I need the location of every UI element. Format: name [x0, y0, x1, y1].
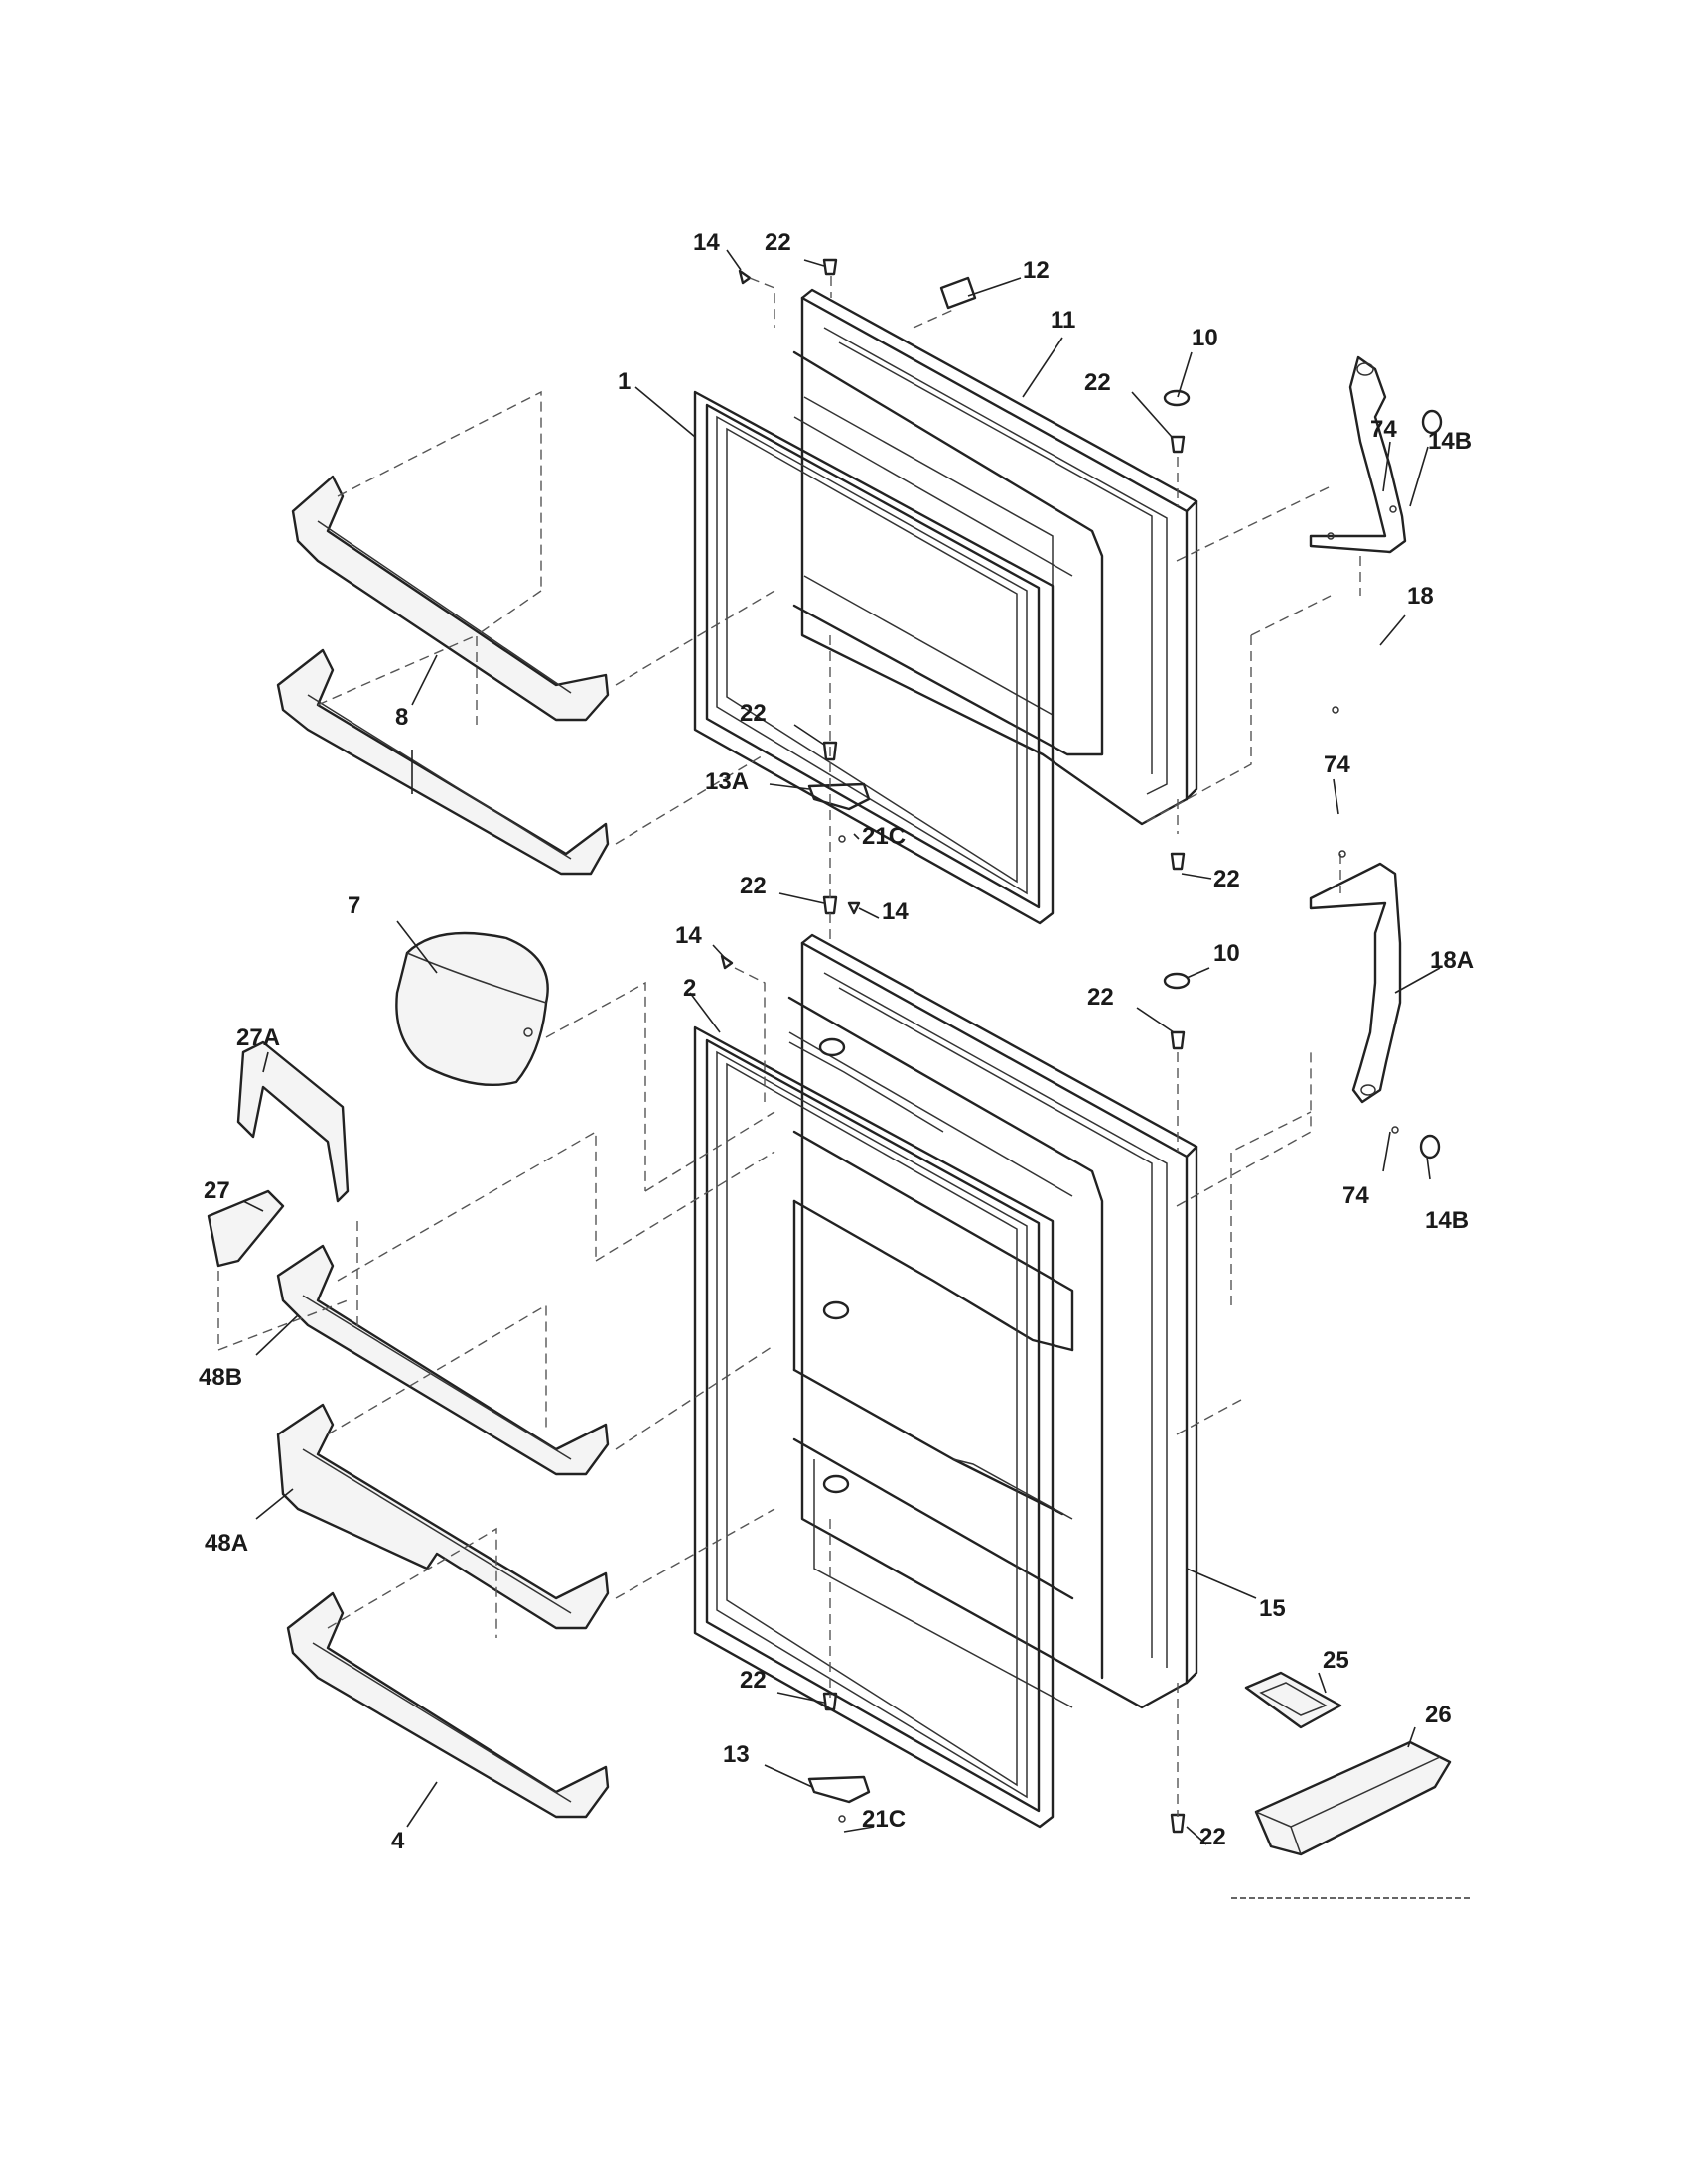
callout-8: 8 [395, 704, 408, 731]
freezer-door-gasket[interactable] [693, 390, 1055, 925]
ice-bucket[interactable] [395, 931, 549, 1087]
freezer-shelf-lower[interactable] [276, 648, 610, 876]
callout-21C: 21C [862, 823, 906, 850]
callout-26: 26 [1425, 1702, 1452, 1728]
callout-4: 4 [391, 1828, 405, 1854]
door-handle-cap-27[interactable] [207, 1189, 285, 1268]
callout-13: 13 [723, 1741, 750, 1768]
assembly-lines [217, 276, 1361, 1817]
fresh-shelf-48B[interactable] [276, 1244, 610, 1476]
callout-22: 22 [740, 1667, 767, 1694]
fresh-food-door-gasket[interactable] [693, 1025, 1055, 1829]
callout-14: 14 [675, 922, 702, 949]
callouts: 14 22 12 11 10 22 74 14B 1 18 8 22 13A 2… [199, 229, 1474, 1854]
leader-lines [242, 249, 1441, 1845]
fresh-shelf-48A[interactable] [276, 1403, 610, 1630]
callout-74: 74 [1324, 751, 1350, 778]
freezer-shelf-upper[interactable] [291, 475, 610, 722]
callout-48B: 48B [199, 1364, 242, 1391]
callout-14: 14 [693, 229, 720, 256]
middle-hinge[interactable] [1309, 862, 1402, 1104]
callout-15: 15 [1259, 1595, 1286, 1622]
screws[interactable] [720, 258, 1186, 1834]
callout-14B: 14B [1428, 428, 1472, 455]
dairy-bin-26[interactable] [1254, 1740, 1452, 1856]
label-plate [939, 276, 977, 310]
callout-27: 27 [204, 1177, 230, 1204]
door-handle-27A[interactable] [236, 1040, 350, 1203]
callout-10: 10 [1213, 940, 1240, 967]
callout-7: 7 [348, 892, 360, 919]
callout-10: 10 [1192, 325, 1218, 351]
callout-12: 12 [1023, 257, 1050, 284]
callout-2: 2 [683, 975, 696, 1002]
callout-22: 22 [1084, 369, 1111, 396]
butter-dish-25[interactable] [1244, 1671, 1342, 1729]
freezer-door-outer[interactable] [792, 288, 1198, 826]
small-screws[interactable] [838, 505, 1399, 1823]
callout-18A: 18A [1430, 947, 1474, 974]
top-hinge[interactable] [1309, 355, 1407, 554]
callout-22: 22 [765, 229, 791, 256]
callout-18: 18 [1407, 583, 1434, 610]
callout-25: 25 [1323, 1647, 1349, 1674]
callout-21C: 21C [862, 1806, 906, 1833]
callout-22: 22 [740, 700, 767, 727]
fresh-food-door-outer[interactable] [787, 933, 1198, 1709]
callout-74: 74 [1370, 416, 1397, 443]
callout-11: 11 [1051, 307, 1075, 334]
callout-22: 22 [1199, 1824, 1226, 1850]
fresh-shelf-4[interactable] [286, 1591, 610, 1819]
callout-13A: 13A [705, 768, 749, 795]
callout-22: 22 [740, 873, 767, 899]
callout-27A: 27A [236, 1024, 280, 1051]
callout-48A: 48A [205, 1530, 248, 1557]
callout-22: 22 [1213, 866, 1240, 892]
callout-14B: 14B [1425, 1207, 1469, 1234]
callout-74: 74 [1342, 1182, 1369, 1209]
hinge-caps[interactable] [1163, 389, 1443, 1160]
callout-14: 14 [882, 898, 909, 925]
callout-22: 22 [1087, 984, 1114, 1011]
callout-1: 1 [618, 368, 631, 395]
door-stops[interactable] [807, 782, 871, 1804]
